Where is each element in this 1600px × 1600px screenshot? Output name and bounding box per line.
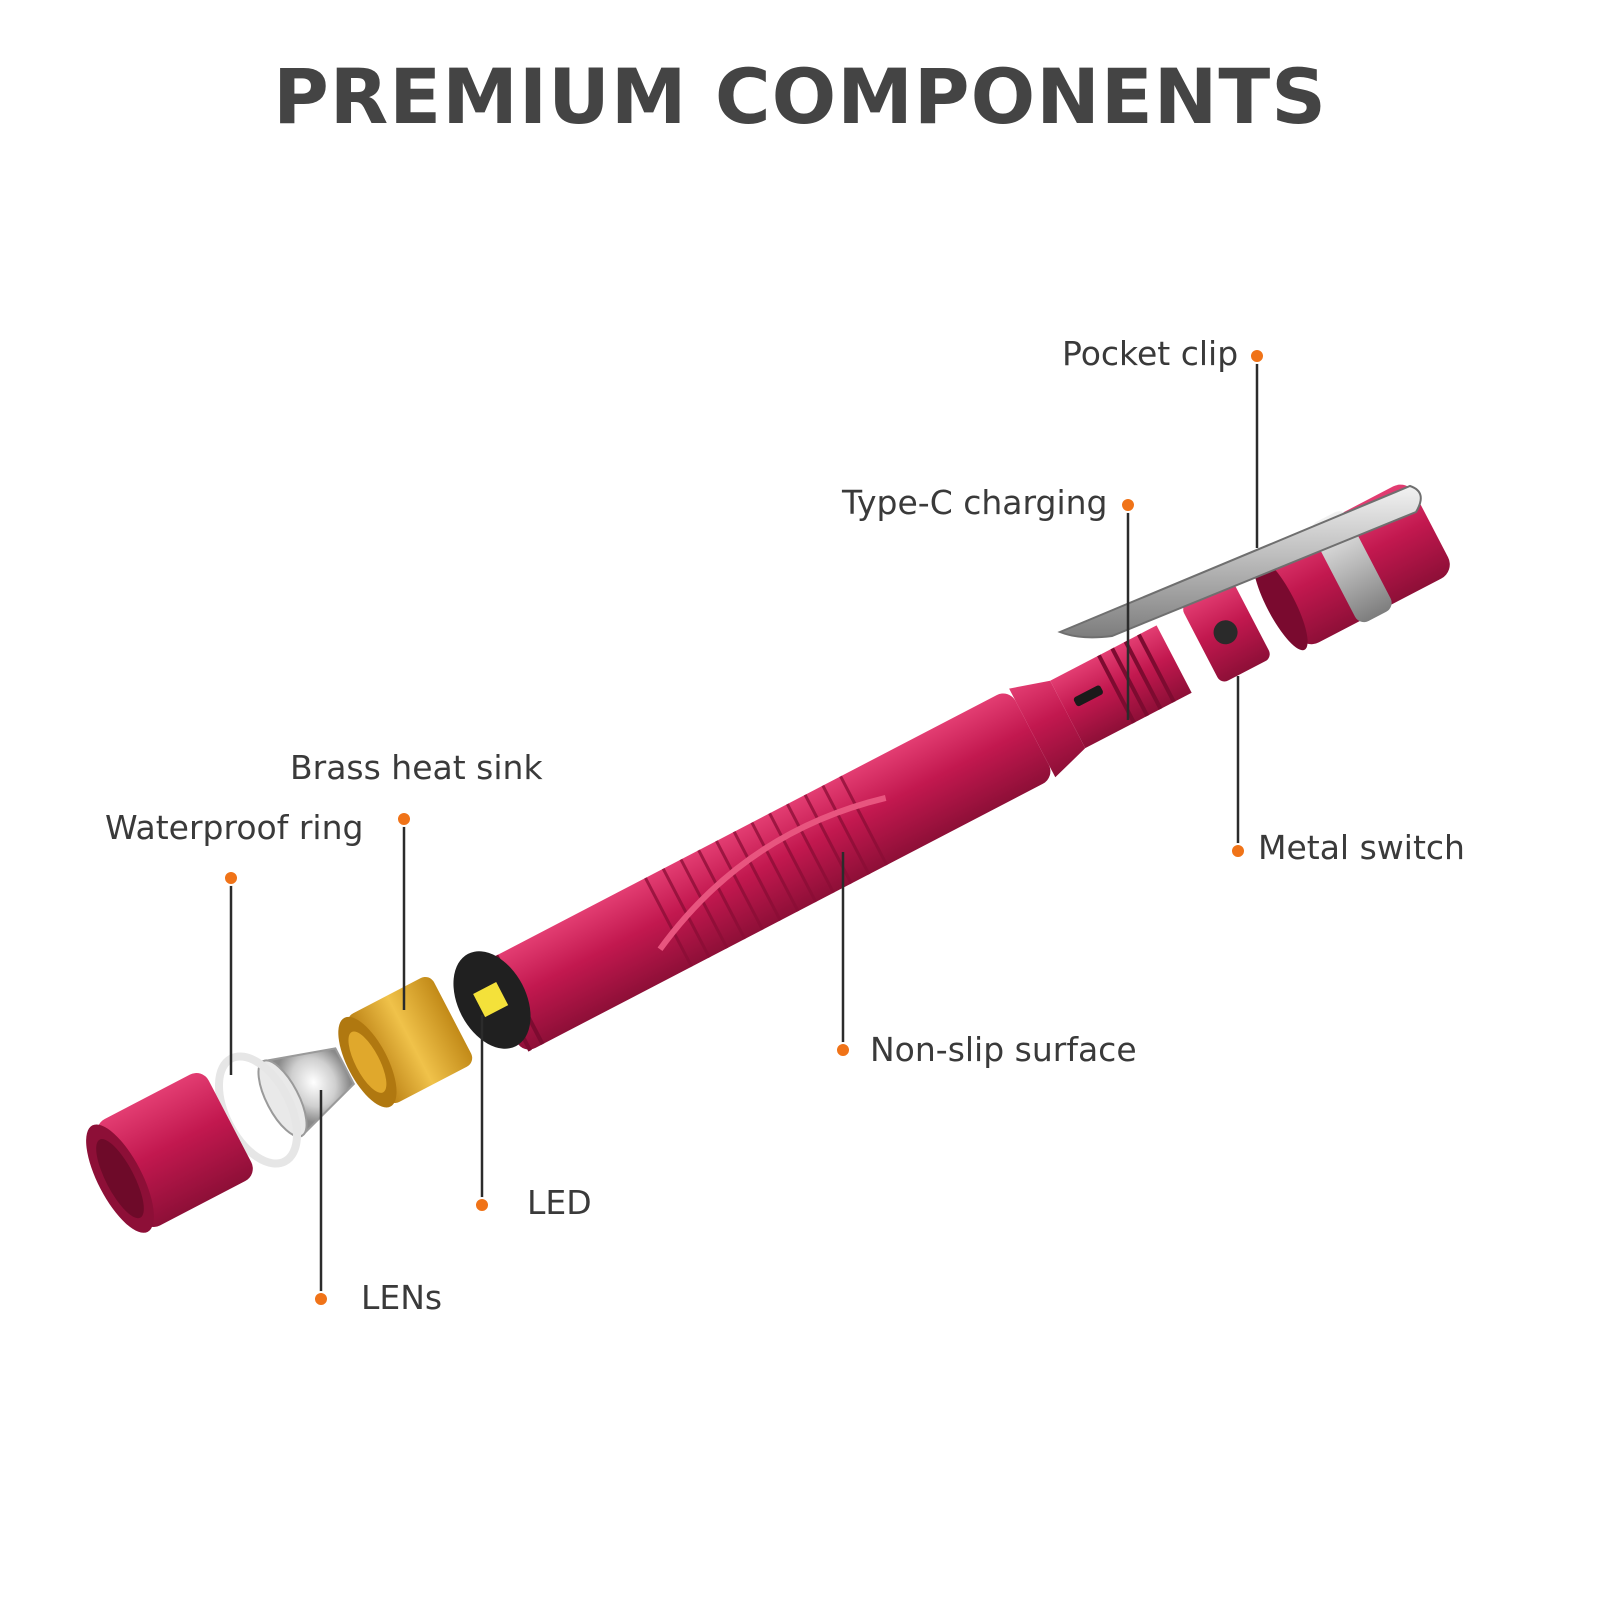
label-pocket-clip: Pocket clip <box>1062 334 1239 373</box>
marker-dots <box>223 348 1265 1307</box>
label-lens: LENs <box>361 1278 443 1317</box>
label-brass-heat-sink: Brass heat sink <box>290 748 543 787</box>
pocket-clip-shape <box>1057 484 1422 639</box>
leader-lines <box>229 358 1259 1298</box>
brass-heat-sink <box>338 976 473 1108</box>
page-title: PREMIUM COMPONENTS <box>273 52 1327 141</box>
label-non-slip-surface: Non-slip surface <box>870 1030 1137 1069</box>
label-led: LED <box>527 1183 592 1222</box>
flashlight-body <box>481 484 1450 1052</box>
label-waterproof-ring: Waterproof ring <box>105 808 364 847</box>
label-type-c-charging: Type-C charging <box>842 483 1108 522</box>
led-face <box>453 951 531 1049</box>
front-cap <box>86 1073 253 1233</box>
label-metal-switch: Metal switch <box>1258 828 1465 867</box>
